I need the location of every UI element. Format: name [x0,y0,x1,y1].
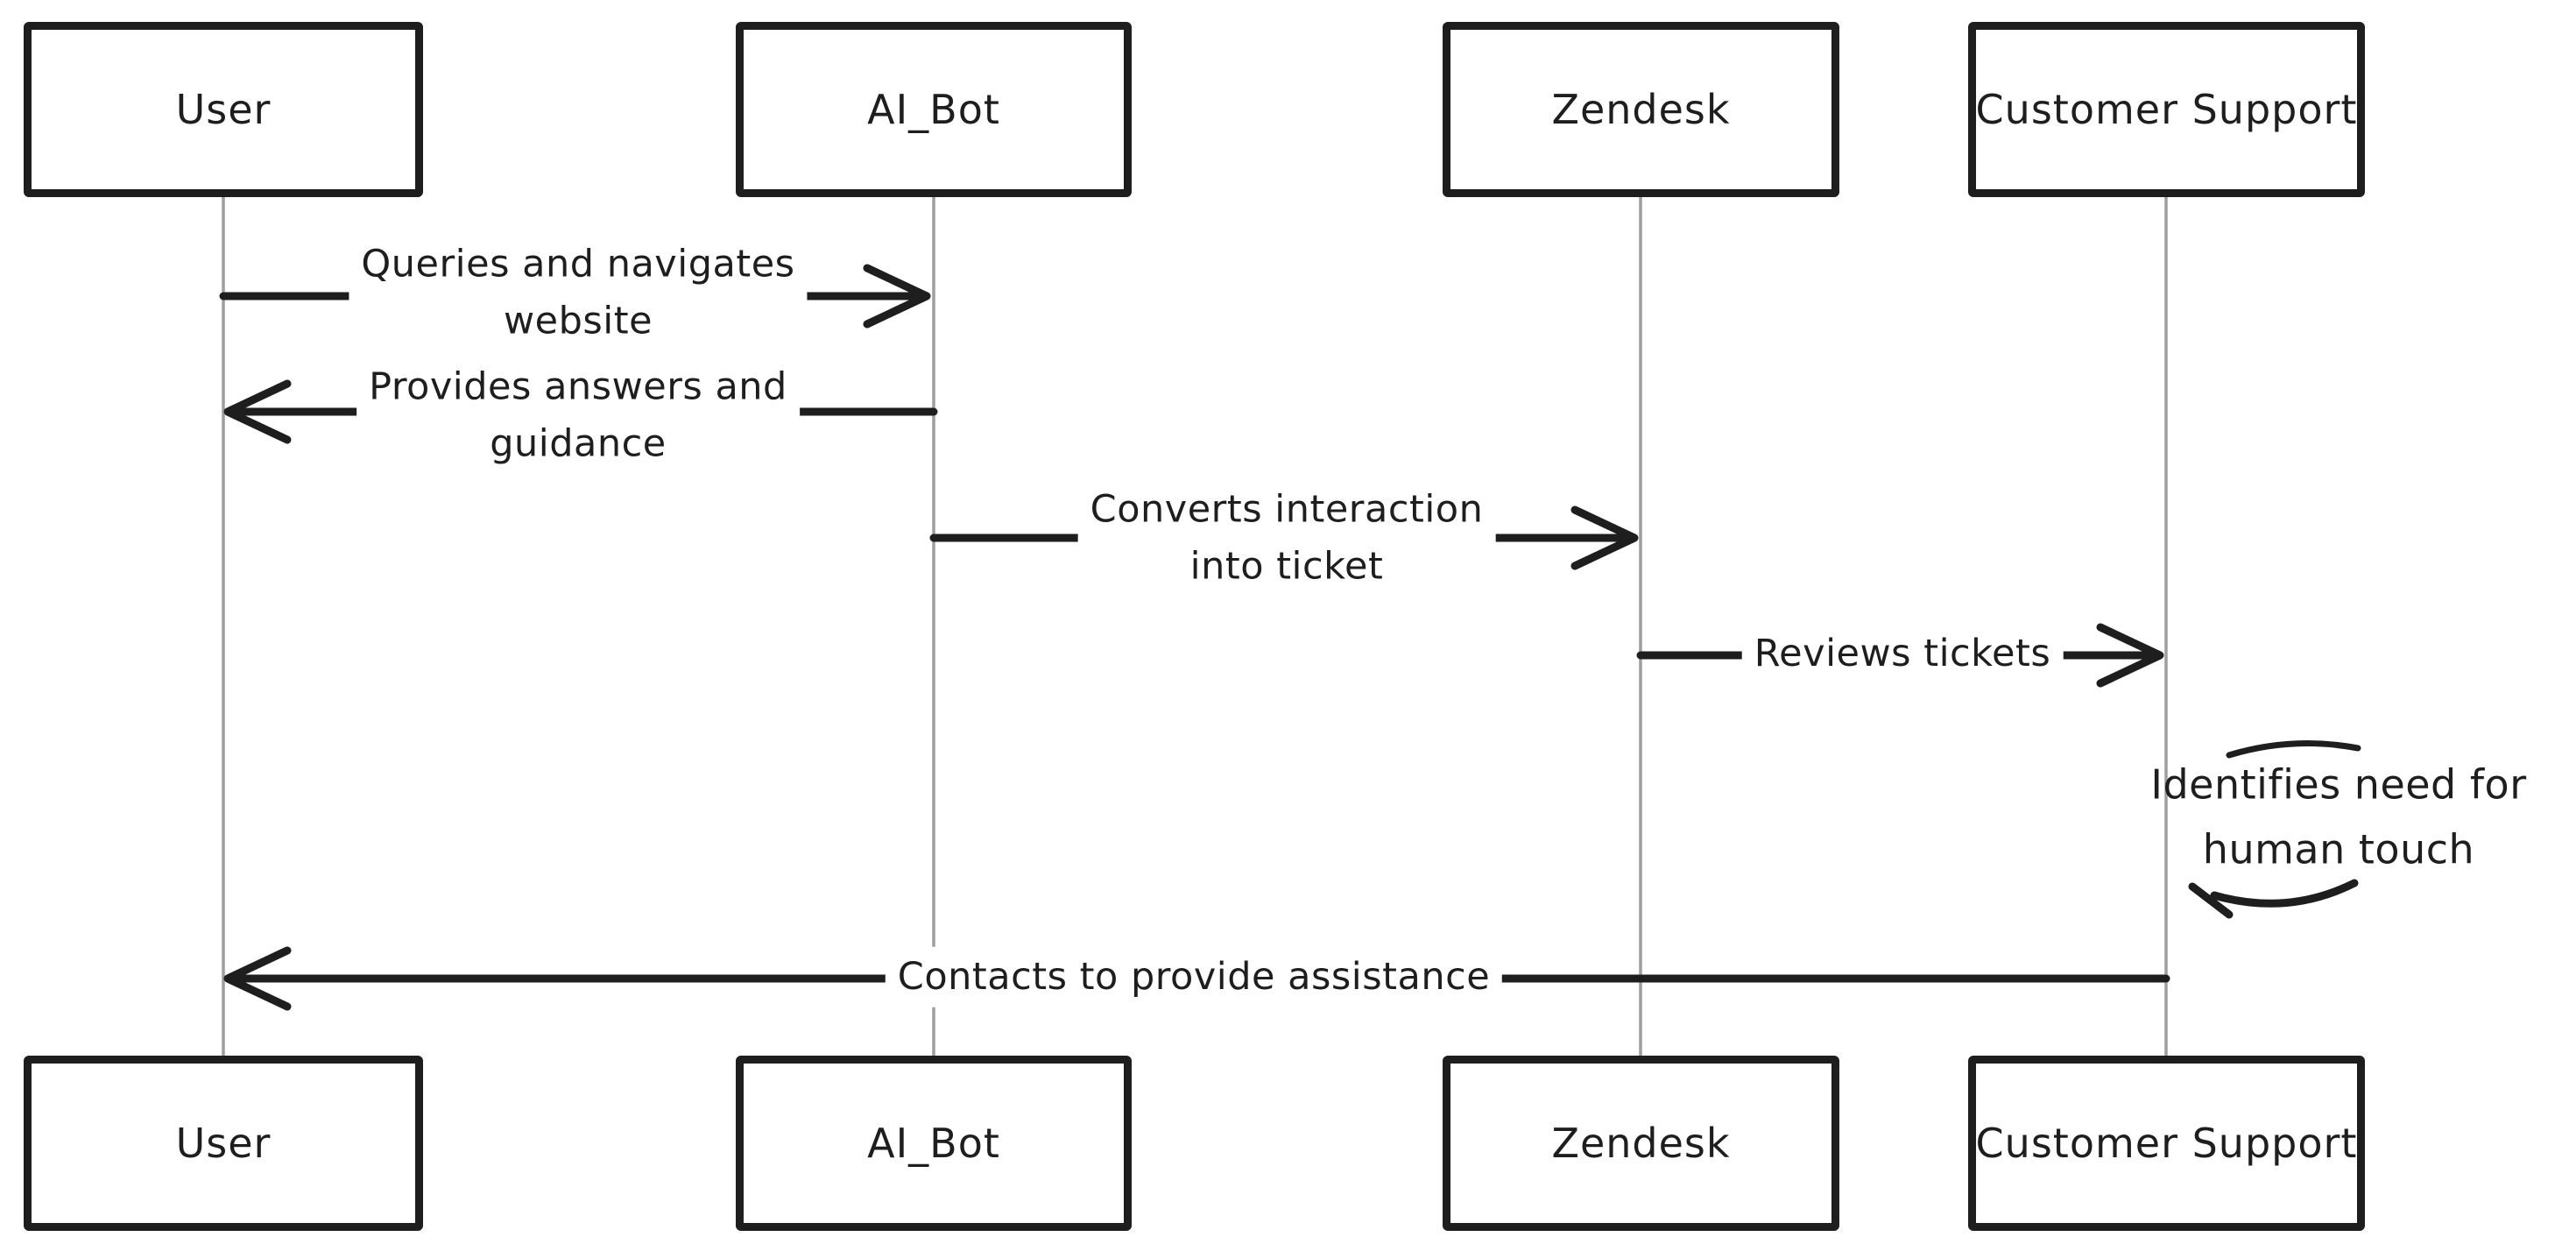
message-label-line: Reviews tickets [1754,631,2051,675]
message-arrowhead-2 [223,379,292,444]
actor-label-zendesk: Zendesk [1551,1120,1731,1167]
actor-box-ai-bot-top: AI_Bot [736,22,1132,197]
message-arrowhead-3 [1570,505,1639,570]
message-label-line: guidance [490,421,667,465]
actor-label-ai-bot: AI_Bot [867,1120,1000,1167]
message-label-line: into ticket [1189,544,1384,588]
actor-label-user: User [175,1120,272,1167]
message-label-line: human touch [2202,825,2475,873]
self-loop-arrowhead [2188,882,2234,919]
actor-box-user-top: User [24,22,423,197]
message-label-queries: Queries and navigates website [349,234,808,351]
message-label-provides: Provides answers and guidance [356,357,800,474]
self-loop-arc-bottom [2210,879,2359,908]
self-message-label-identifies: Identifies need for human touch [2150,753,2526,881]
actor-box-user-bottom: User [24,1056,423,1231]
actor-label-zendesk: Zendesk [1551,86,1731,133]
message-label-line: Contacts to provide assistance [897,954,1491,999]
actor-label-customer-support: Customer Support [1975,1120,2358,1167]
message-label-contacts: Contacts to provide assistance [885,946,1503,1007]
actor-label-customer-support: Customer Support [1975,86,2358,133]
message-arrowhead-1 [863,264,931,329]
message-label-line: website [503,299,653,343]
actor-label-ai-bot: AI_Bot [867,86,1000,133]
message-label-converts: Converts interaction into ticket [1077,479,1496,597]
message-arrowhead-4 [2096,623,2164,688]
actor-box-zendesk-top: Zendesk [1443,22,1839,197]
message-label-line: Provides answers and [369,364,787,409]
actor-box-customer-support-bottom: Customer Support [1968,1056,2365,1231]
message-label-line: Converts interaction [1090,487,1484,532]
message-arrowhead-5 [223,946,292,1011]
message-label-line: Queries and navigates [361,242,795,286]
actor-box-zendesk-bottom: Zendesk [1443,1056,1839,1231]
message-label-line: Identifies need for [2150,760,2527,809]
actor-label-user: User [175,86,272,133]
actor-box-ai-bot-bottom: AI_Bot [736,1056,1132,1231]
actor-box-customer-support-top: Customer Support [1968,22,2365,197]
message-label-reviews: Reviews tickets [1741,623,2064,684]
self-loop-arc-top [2226,740,2361,759]
